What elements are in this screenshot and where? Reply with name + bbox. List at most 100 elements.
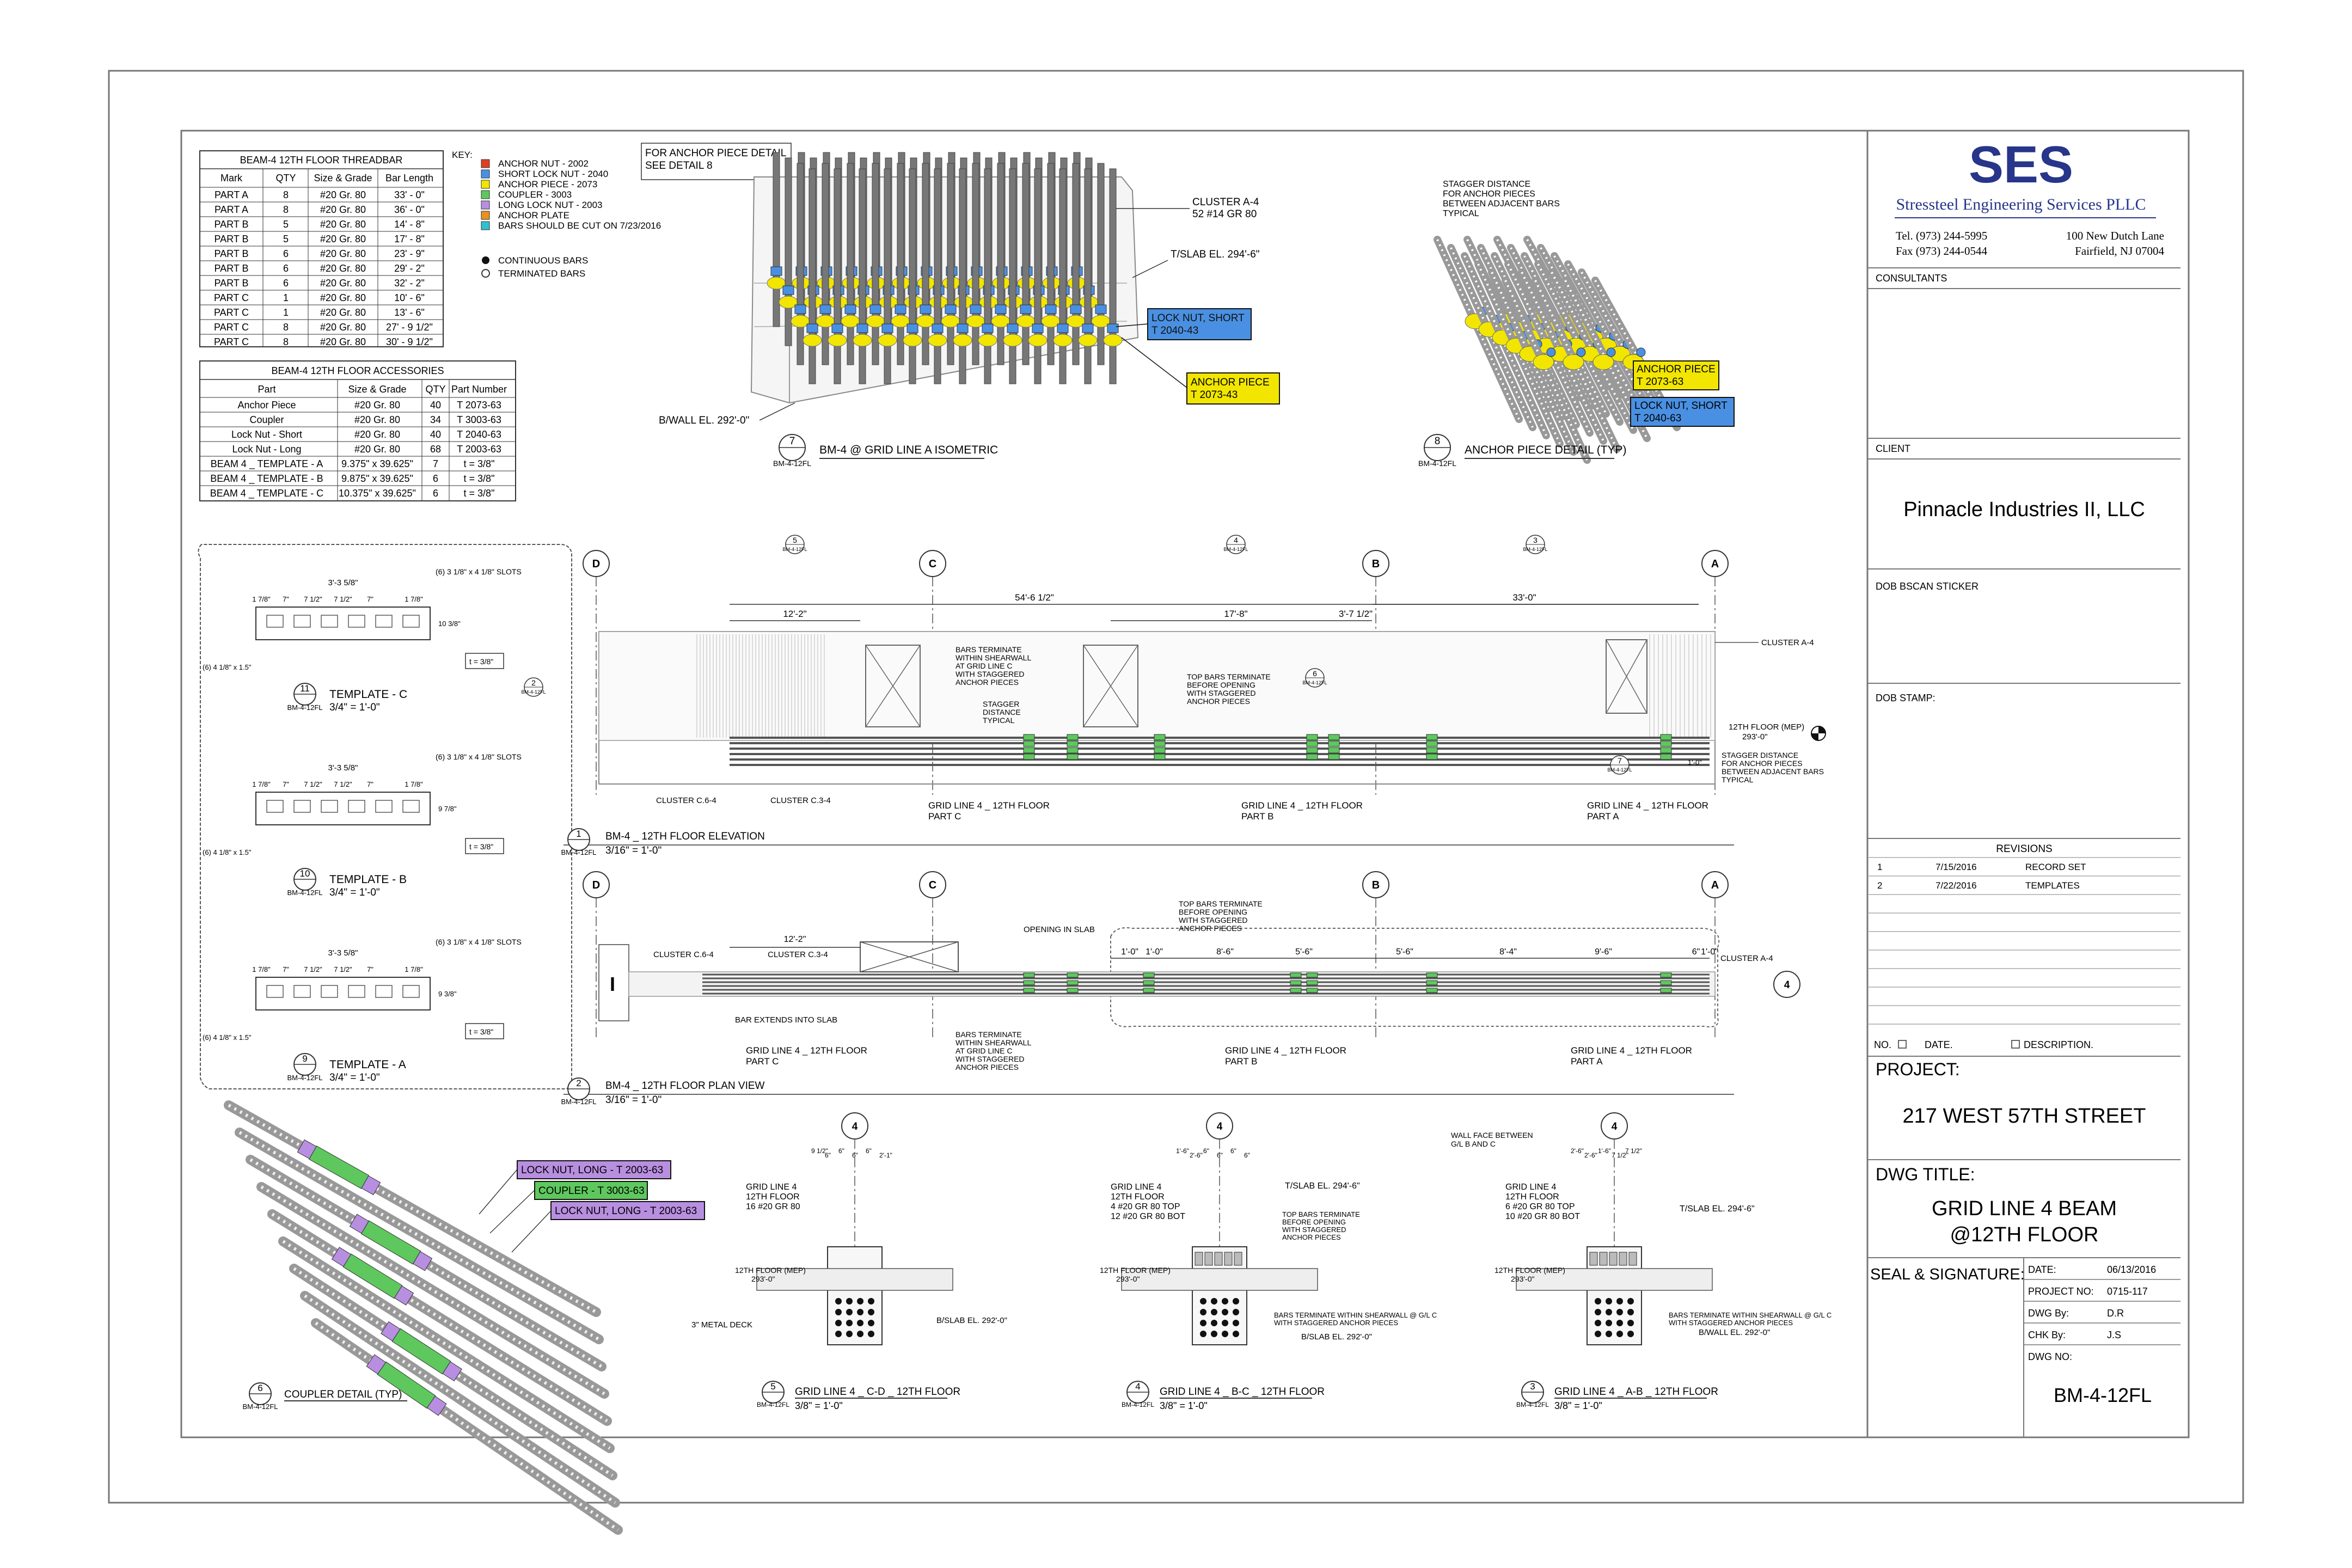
threadbar-cell: #20 Gr. 80 [320, 204, 366, 215]
threadbar-cell: #20 Gr. 80 [320, 263, 366, 274]
threadbar-cell: #20 Gr. 80 [320, 292, 366, 303]
section-num: 4 [1135, 1381, 1140, 1392]
section-rebar [1627, 1298, 1634, 1304]
coupler-title: COUPLER DETAIL (TYP) [284, 1389, 402, 1400]
elev-coupler [1067, 740, 1079, 747]
template-slot [402, 615, 420, 628]
anchor-piece [1563, 354, 1584, 370]
accessories-cell: t = 3/8" [464, 488, 495, 499]
section-ref-num: 3 [1533, 536, 1538, 544]
section-rebar [857, 1331, 863, 1337]
threadbar-cell: 8 [283, 322, 289, 333]
iso-bar [922, 163, 929, 365]
iso-title: BM-4 @ GRID LINE A ISOMETRIC [819, 444, 998, 456]
plan-coupler [1067, 972, 1079, 978]
revision-date: 7/15/2016 [1935, 862, 1977, 872]
coupler-long-locknut [426, 1395, 447, 1416]
template-slot [266, 615, 284, 628]
elev-coupler [1426, 734, 1438, 740]
elev-ref: BM-4-12FL [561, 848, 596, 856]
elev-note-stagger: TYPICAL [983, 716, 1015, 725]
section-ref-num: 7 [1618, 756, 1622, 765]
coupler-long-2: LOCK NUT, LONG - T 2003-63 [555, 1205, 697, 1217]
section-top-note: BEFORE OPENING [1282, 1218, 1346, 1226]
section-slab [1516, 1268, 1713, 1291]
section-rebar [1595, 1309, 1601, 1315]
threadbar-cell: #20 Gr. 80 [320, 322, 366, 333]
threadbar-cell: #20 Gr. 80 [320, 189, 366, 200]
section-dim: 1'-6" [1598, 1147, 1611, 1155]
section-rebar [1211, 1320, 1217, 1326]
grid-label: C [929, 879, 936, 891]
iso-anchor-piece [1053, 334, 1073, 347]
section-tslab: T/SLAB EL. 294'-6" [1680, 1204, 1755, 1214]
section-rebar [1233, 1331, 1239, 1337]
dob-stamp-label: DOB STAMP: [1876, 693, 1935, 703]
threadbar-cell: PART C [214, 336, 249, 347]
section-rebar [1627, 1309, 1634, 1315]
iso-locknut-callout [1147, 308, 1252, 340]
template-dim: 7" [283, 595, 289, 603]
accessories-header: QTY [425, 384, 445, 395]
section-grid-label: 4 [852, 1121, 858, 1132]
plan-note-top: WITH STAGGERED [1179, 916, 1248, 924]
plan-note-top: ANCHOR PIECES [1179, 924, 1242, 933]
iso-anchor-piece [878, 334, 897, 347]
key-swatch [481, 169, 490, 179]
anchor-bar-thread [1477, 264, 1561, 444]
elev-coupler [1023, 754, 1035, 760]
iso-locknut [806, 323, 818, 333]
threadbar-title: BEAM-4 12TH FLOOR THREADBAR [240, 155, 403, 166]
plan-ref: BM-4-12FL [561, 1098, 596, 1106]
plan-dim: 5'-6" [1396, 947, 1413, 957]
section-rebar [868, 1309, 874, 1315]
coupler-long-locknut [349, 1214, 369, 1234]
threadbar-headers: Mark QTY Size & Grade Bar Length [220, 173, 433, 183]
section-dim: 1'-6" [1176, 1147, 1189, 1155]
anchor-piece-detail: STAGGER DISTANCE FOR ANCHOR PIECES BETWE… [1418, 180, 1735, 468]
coupler-long-locknut [442, 1361, 462, 1382]
plan-dim: 5'-6" [1295, 947, 1313, 957]
threadbar-cell: 13' - 6" [394, 307, 425, 318]
elev-floor-el: 293'-0" [1742, 732, 1768, 742]
key-item-label: SHORT LOCK NUT - 2040 [498, 169, 608, 179]
section-dim: 2'-6" [1190, 1152, 1203, 1159]
elev-dim: 17'-8" [1224, 609, 1247, 619]
threadbar-header: Mark [220, 173, 243, 183]
inner-border [180, 130, 2190, 1438]
grid-label: A [1711, 879, 1719, 891]
section-slab [756, 1268, 953, 1291]
plan-coupler [1023, 980, 1035, 985]
section-rebar [1200, 1320, 1206, 1326]
threadbar-cell: 17' - 8" [394, 234, 425, 244]
elev-coupler [1328, 754, 1340, 760]
iso-bar [984, 168, 991, 384]
accessories-cell: 6 [433, 473, 438, 484]
elev-gl-b-1: GRID LINE 4 _ 12TH FLOOR [1241, 800, 1363, 811]
template-plate [255, 792, 431, 825]
dob-bscan-label: DOB BSCAN STICKER [1876, 581, 1979, 592]
threadbar-header: Size & Grade [314, 173, 372, 183]
section-rebar [1627, 1320, 1634, 1326]
section-rebar [868, 1320, 874, 1326]
plan-cluster-a: CLUSTER A-4 [1720, 954, 1773, 963]
threadbar-cell: 23' - 9" [394, 248, 425, 259]
iso-locknut [1070, 304, 1082, 314]
template-plate [255, 977, 431, 1010]
key-swatch [481, 190, 490, 199]
accessories-cell: Lock Nut - Long [232, 444, 301, 455]
grid-label: D [592, 558, 600, 570]
plan-coupler [1067, 988, 1079, 993]
threadbar-cell: PART C [214, 322, 249, 333]
threadbar-cell: 6 [283, 278, 289, 289]
coupler-bar [300, 1291, 620, 1508]
revision-desc: TEMPLATES [2025, 880, 2080, 891]
accessories-header: Size & Grade [348, 384, 406, 395]
accessories-title: BEAM-4 12TH FLOOR ACCESSORIES [271, 365, 444, 376]
col-date: DATE. [1925, 1039, 1953, 1050]
template-width: 3'-3 5/8" [328, 578, 358, 587]
